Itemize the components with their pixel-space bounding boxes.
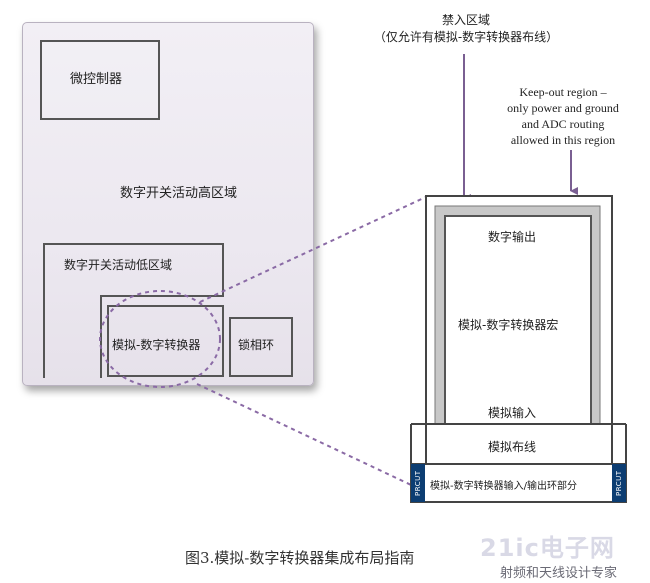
prcut-left-label: PRCUT [411,464,425,502]
microcontroller-label: 微控制器 [70,72,123,87]
analog-routing-box [425,423,613,465]
low-activity-label: 数字开关活动低区域 [64,258,173,272]
keepout-en-line3: and ADC routing [521,117,605,131]
adc-macro-label: 模拟-数字转换器宏 [458,318,559,332]
watermark-tagline: 射频和天线设计专家 [500,566,618,581]
io-ring-box [410,463,627,503]
chip-die [22,22,314,386]
keepout-en-line4: allowed in this region [510,133,616,147]
digital-out-label: 数字输出 [488,230,537,244]
analog-in-label: 模拟输入 [488,406,537,420]
zoom-line-top [199,195,429,303]
keepout-en-line1: Keep-out region – [519,85,607,99]
io-ring-label: 模拟-数字转换器输入/输出环部分 [430,481,577,492]
pll-label: 锁相环 [238,338,275,352]
zoom-line-bottom [196,383,427,493]
adc-block [107,305,224,377]
figure-caption: 图3.模拟-数字转换器集成布局指南 [185,549,415,567]
pll-block [229,317,293,377]
low-activity-region [43,243,224,378]
keepout-en-line2: only power and ground [507,101,619,115]
keepout-cn-caption: 禁入区域 （仅允许有模拟-数字转换器布线） [352,12,580,46]
keepout-cn-subtitle: （仅允许有模拟-数字转换器布线） [373,30,559,44]
keepout-cn-title: 禁入区域 [441,13,490,27]
watermark-logo: 21ic电子网 [480,534,615,562]
keepout-en-caption: Keep-out region – only power and ground … [498,84,628,148]
adc-label: 模拟-数字转换器 [112,338,201,352]
microcontroller-block [40,40,160,120]
adc-macro-box [444,215,592,425]
zoom-ellipse [99,290,221,388]
prcut-right-label: PRCUT [612,464,626,502]
high-activity-label: 数字开关活动高区域 [120,186,238,201]
analog-routing-label: 模拟布线 [488,440,537,454]
